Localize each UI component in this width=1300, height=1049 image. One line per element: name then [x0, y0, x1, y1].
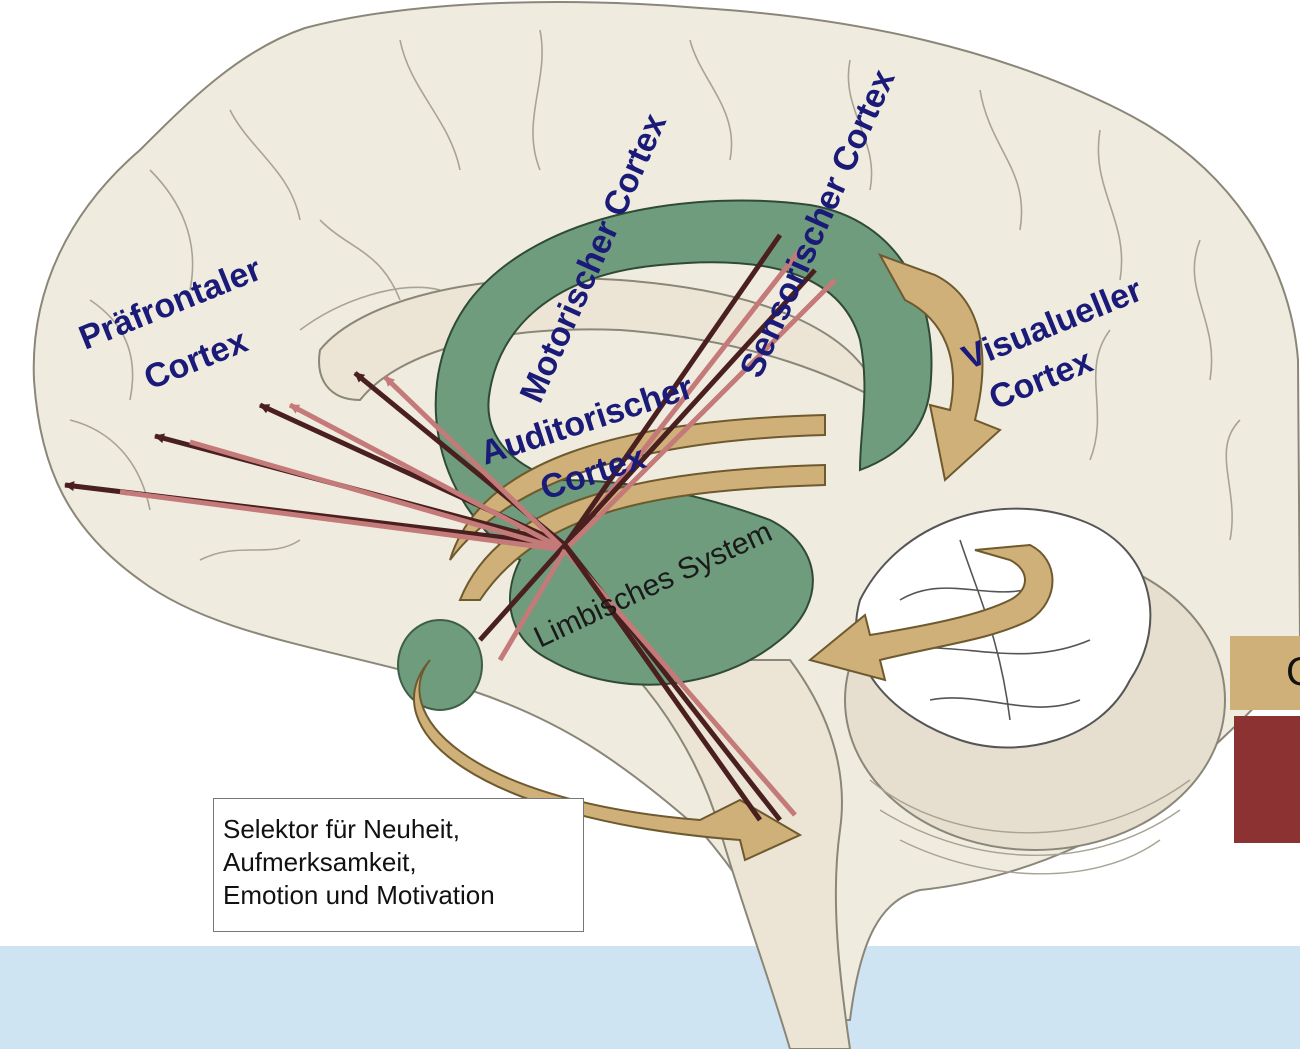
legend-tan-swatch: C [1230, 636, 1300, 710]
selector-line3: Emotion und Motivation [223, 879, 583, 912]
legend-red-swatch [1234, 716, 1300, 843]
legend-tan-text: C [1286, 650, 1300, 695]
selector-line1: Selektor für Neuheit, [223, 813, 583, 846]
selector-caption-box: Selektor für Neuheit, Aufmerksamkeit, Em… [213, 798, 584, 932]
selector-line2: Aufmerksamkeit, [223, 846, 583, 879]
amygdala-node [398, 620, 482, 710]
